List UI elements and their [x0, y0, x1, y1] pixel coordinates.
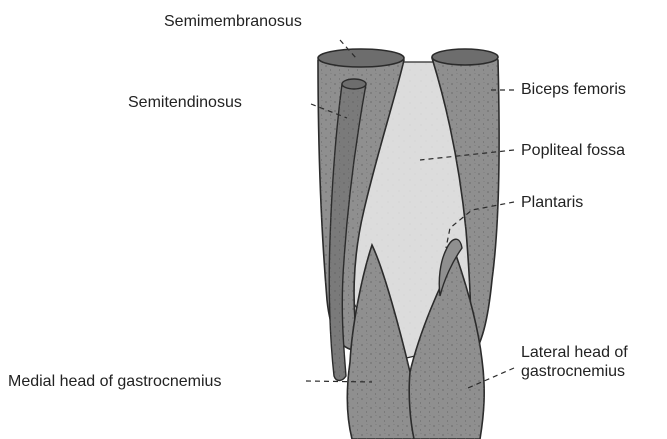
- label-lateral-head-gastrocnemius: Lateral head of gastrocnemius: [521, 343, 628, 381]
- label-biceps-femoris: Biceps femoris: [521, 80, 626, 99]
- label-popliteal-fossa: Popliteal fossa: [521, 141, 625, 160]
- label-medial-head-gastrocnemius: Medial head of gastrocnemius: [8, 372, 221, 391]
- label-semimembranosus: Semimembranosus: [164, 12, 302, 31]
- label-lateral-head-line2: gastrocnemius: [521, 362, 628, 381]
- label-lateral-head-line1: Lateral head of: [521, 343, 628, 362]
- label-plantaris: Plantaris: [521, 193, 583, 212]
- label-semitendinosus: Semitendinosus: [128, 93, 242, 112]
